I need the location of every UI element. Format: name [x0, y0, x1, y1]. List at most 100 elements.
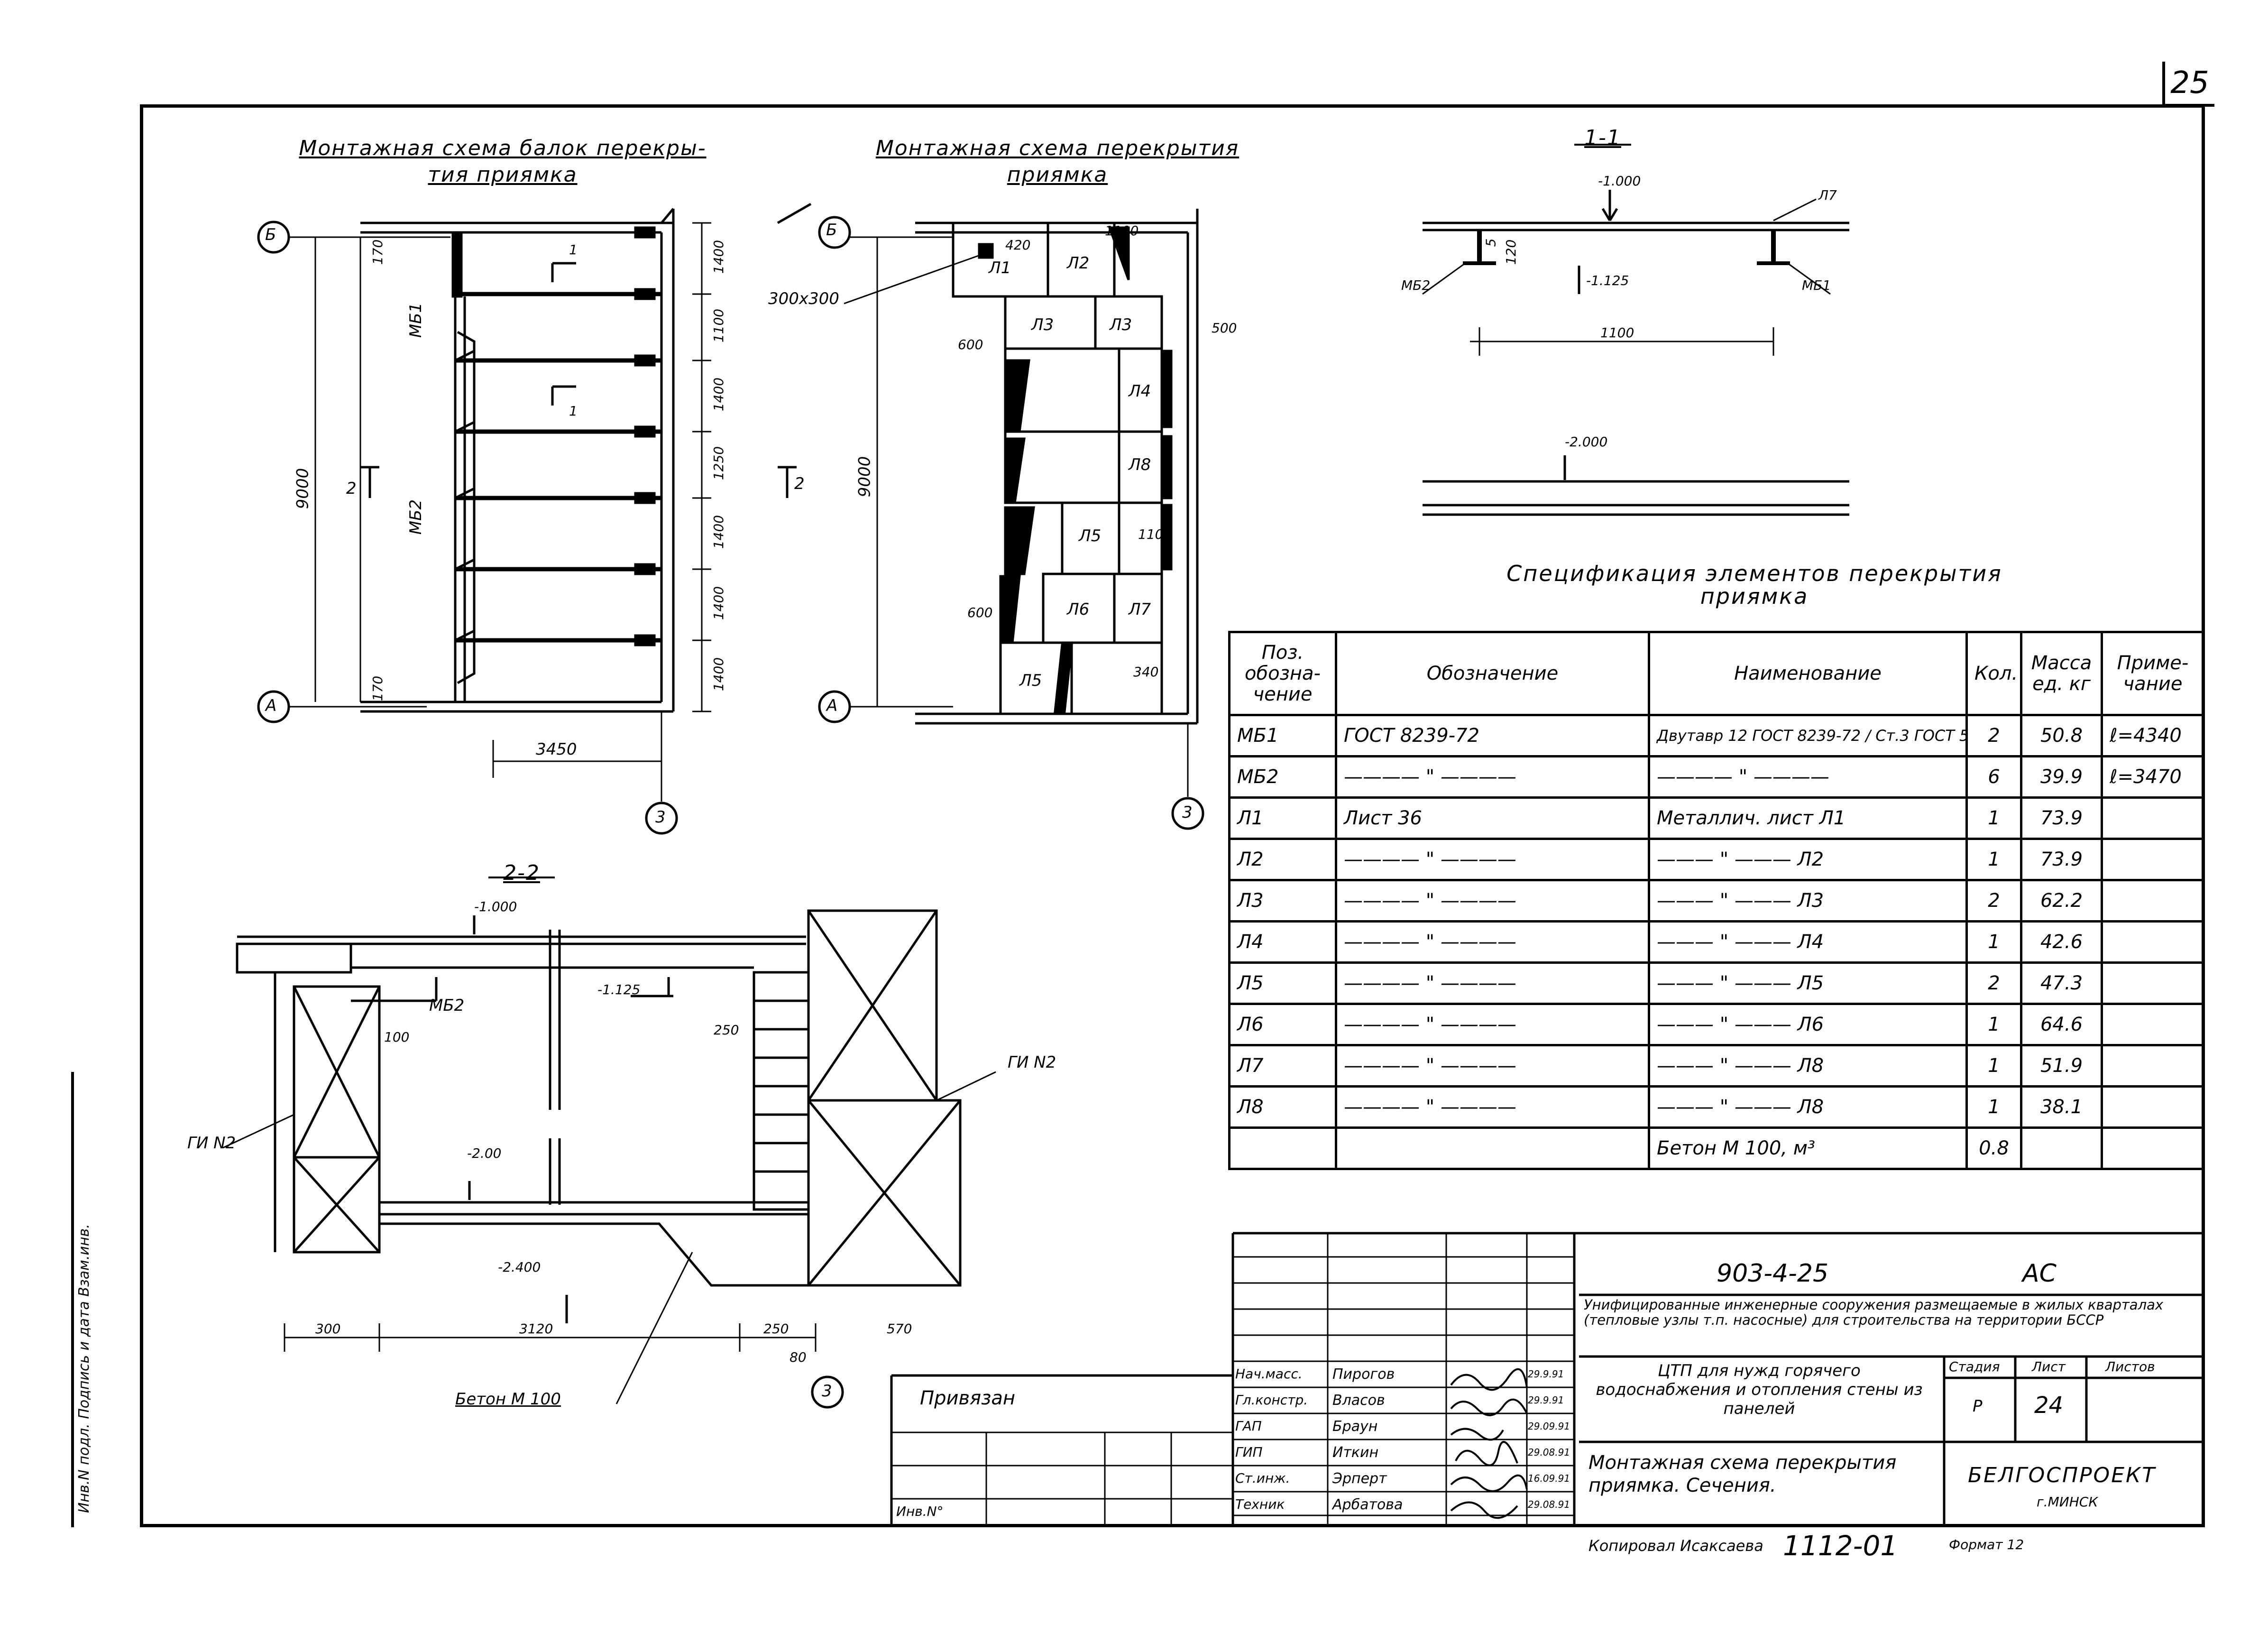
table-cell: 0.8 [1965, 1126, 2022, 1170]
slab-sheet-label: Л8 [1129, 455, 1151, 474]
table-cell: 62.2 [2020, 879, 2103, 923]
spec-header: Поз. обозна- чение [1228, 631, 1337, 716]
spec-header: Наименование [1648, 631, 1968, 716]
slab-sheet-label: Л2 [1067, 254, 1090, 273]
sheet-name: Монтажная схема перекрытия приямка. Сече… [1589, 1452, 1897, 1496]
table-cell: 6 [1965, 755, 2022, 799]
table-cell: 1 [1965, 1044, 2022, 1088]
spec-header: Масса ед. кг [2020, 631, 2103, 716]
slab-sheet-label: Л3 [1110, 315, 1132, 334]
slab-scheme-title: Монтажная схема перекрытия приямка [875, 136, 1240, 187]
table-cell: Л5 [1228, 961, 1337, 1005]
name: Пирогов [1332, 1366, 1395, 1383]
table-cell: 2 [1965, 879, 2022, 923]
table-cell: Л8 [1228, 1085, 1337, 1129]
table-cell: Л2 [1228, 838, 1337, 881]
s22-concrete-note: Бетон М 100 [455, 1390, 561, 1409]
table-cell: Л6 [1228, 1003, 1337, 1046]
slab-opening-label: 300х300 [768, 289, 839, 308]
copied-by: Копировал Исаксаева [1589, 1537, 1763, 1555]
table-cell: ——— " ——— Л5 [1648, 961, 1968, 1005]
slab-sheet-label: Л5 [1019, 671, 1042, 690]
doc-code: 903-4-25 [1717, 1259, 1829, 1288]
s22-level-beam: -1.125 [597, 982, 641, 997]
spec-header-row: Поз. обозна- чение Обозначение Наименова… [1228, 631, 2205, 716]
table-cell: 1 [1965, 796, 2022, 840]
table-cell: Металлич. лист Л1 [1648, 796, 1968, 840]
project-title: Унифицированные инженерные сооружения ра… [1584, 1297, 2164, 1328]
beams-axis-right: 3 [655, 808, 666, 827]
bound-label: Привязан [920, 1387, 1016, 1409]
inv-label: Инв.N° [896, 1504, 944, 1519]
beams-axis-bottom: А [266, 696, 277, 715]
slab-dim: 1100 [1105, 223, 1139, 239]
table-cell: 1 [1965, 838, 2022, 881]
table-cell: 2 [1965, 714, 2022, 757]
s22-beam-label: МБ2 [429, 996, 465, 1015]
slab-sheet-label: Л1 [989, 258, 1011, 277]
s22-dim-bottom: 300 [315, 1321, 341, 1337]
table-cell: ———— " ———— [1335, 1085, 1650, 1129]
beams-width-dim: 3450 [536, 740, 577, 759]
beams-scheme-title: Монтажная схема балок перекры- тия приям… [299, 136, 707, 187]
table-cell: ℓ=4340 [2101, 714, 2205, 757]
doc-mark: АС [2022, 1259, 2057, 1288]
table-cell: ——— " ——— Л8 [1648, 1044, 1968, 1088]
name: Арбатова [1332, 1496, 1403, 1513]
beams-axis-top: Б [265, 225, 276, 244]
section-2-2-title: 2-2 [503, 861, 540, 885]
table-cell [2020, 1126, 2103, 1170]
table-cell: ——— " ——— Л2 [1648, 838, 1968, 881]
table-cell: Лист 36 [1335, 796, 1650, 840]
beams-section-mark-1a: 1 [569, 242, 578, 258]
role: Ст.инж. [1235, 1470, 1290, 1486]
table-cell [2101, 879, 2205, 923]
s11-beam-left: МБ2 [1401, 277, 1431, 293]
slab-axis-top: Б [826, 221, 837, 240]
table-cell: ———— " ———— [1335, 879, 1650, 923]
role: ГАП [1235, 1418, 1262, 1434]
sheet-value: 24 [2034, 1392, 2064, 1419]
date: 29.09.91 [1528, 1421, 1570, 1432]
date: 29.08.91 [1528, 1499, 1570, 1510]
table-cell: 1 [1965, 920, 2022, 964]
table-cell: 64.6 [2020, 1003, 2103, 1046]
s22-dim-bottom: 3120 [519, 1321, 553, 1337]
s22-dim-bottom: 80 [790, 1349, 807, 1365]
slab-dim: 340 [1133, 664, 1159, 680]
s22-bottom-level: -2.400 [498, 1259, 541, 1275]
date: 16.09.91 [1528, 1473, 1570, 1484]
slab-axis-bottom: А [826, 696, 838, 715]
table-cell [2101, 1085, 2205, 1129]
s11-floor-level: -2.000 [1565, 434, 1608, 450]
table-cell: 39.9 [2020, 755, 2103, 799]
table-cell: ———— " ———— [1335, 1003, 1650, 1046]
table-cell: ——— " ——— Л4 [1648, 920, 1968, 964]
s22-dim-bottom: 570 [887, 1321, 912, 1337]
table-cell: ———— " ———— [1335, 920, 1650, 964]
s22-dim-bottom: 250 [763, 1321, 789, 1337]
object-name: ЦТП для нужд горячего водоснабжения и от… [1596, 1361, 1923, 1418]
table-cell [2101, 838, 2205, 881]
s22-level-top: -1.000 [474, 899, 517, 914]
slab-sheet-label: Л3 [1031, 315, 1054, 334]
s11-span: 1100 [1600, 325, 1634, 341]
table-cell [1335, 1126, 1650, 1170]
table-cell: 73.9 [2020, 796, 2103, 840]
slab-dim: 600 [967, 605, 993, 620]
date: 29.9.91 [1528, 1394, 1564, 1406]
slab-sheet-label: Л7 [1129, 600, 1151, 619]
date: 29.08.91 [1528, 1447, 1570, 1458]
